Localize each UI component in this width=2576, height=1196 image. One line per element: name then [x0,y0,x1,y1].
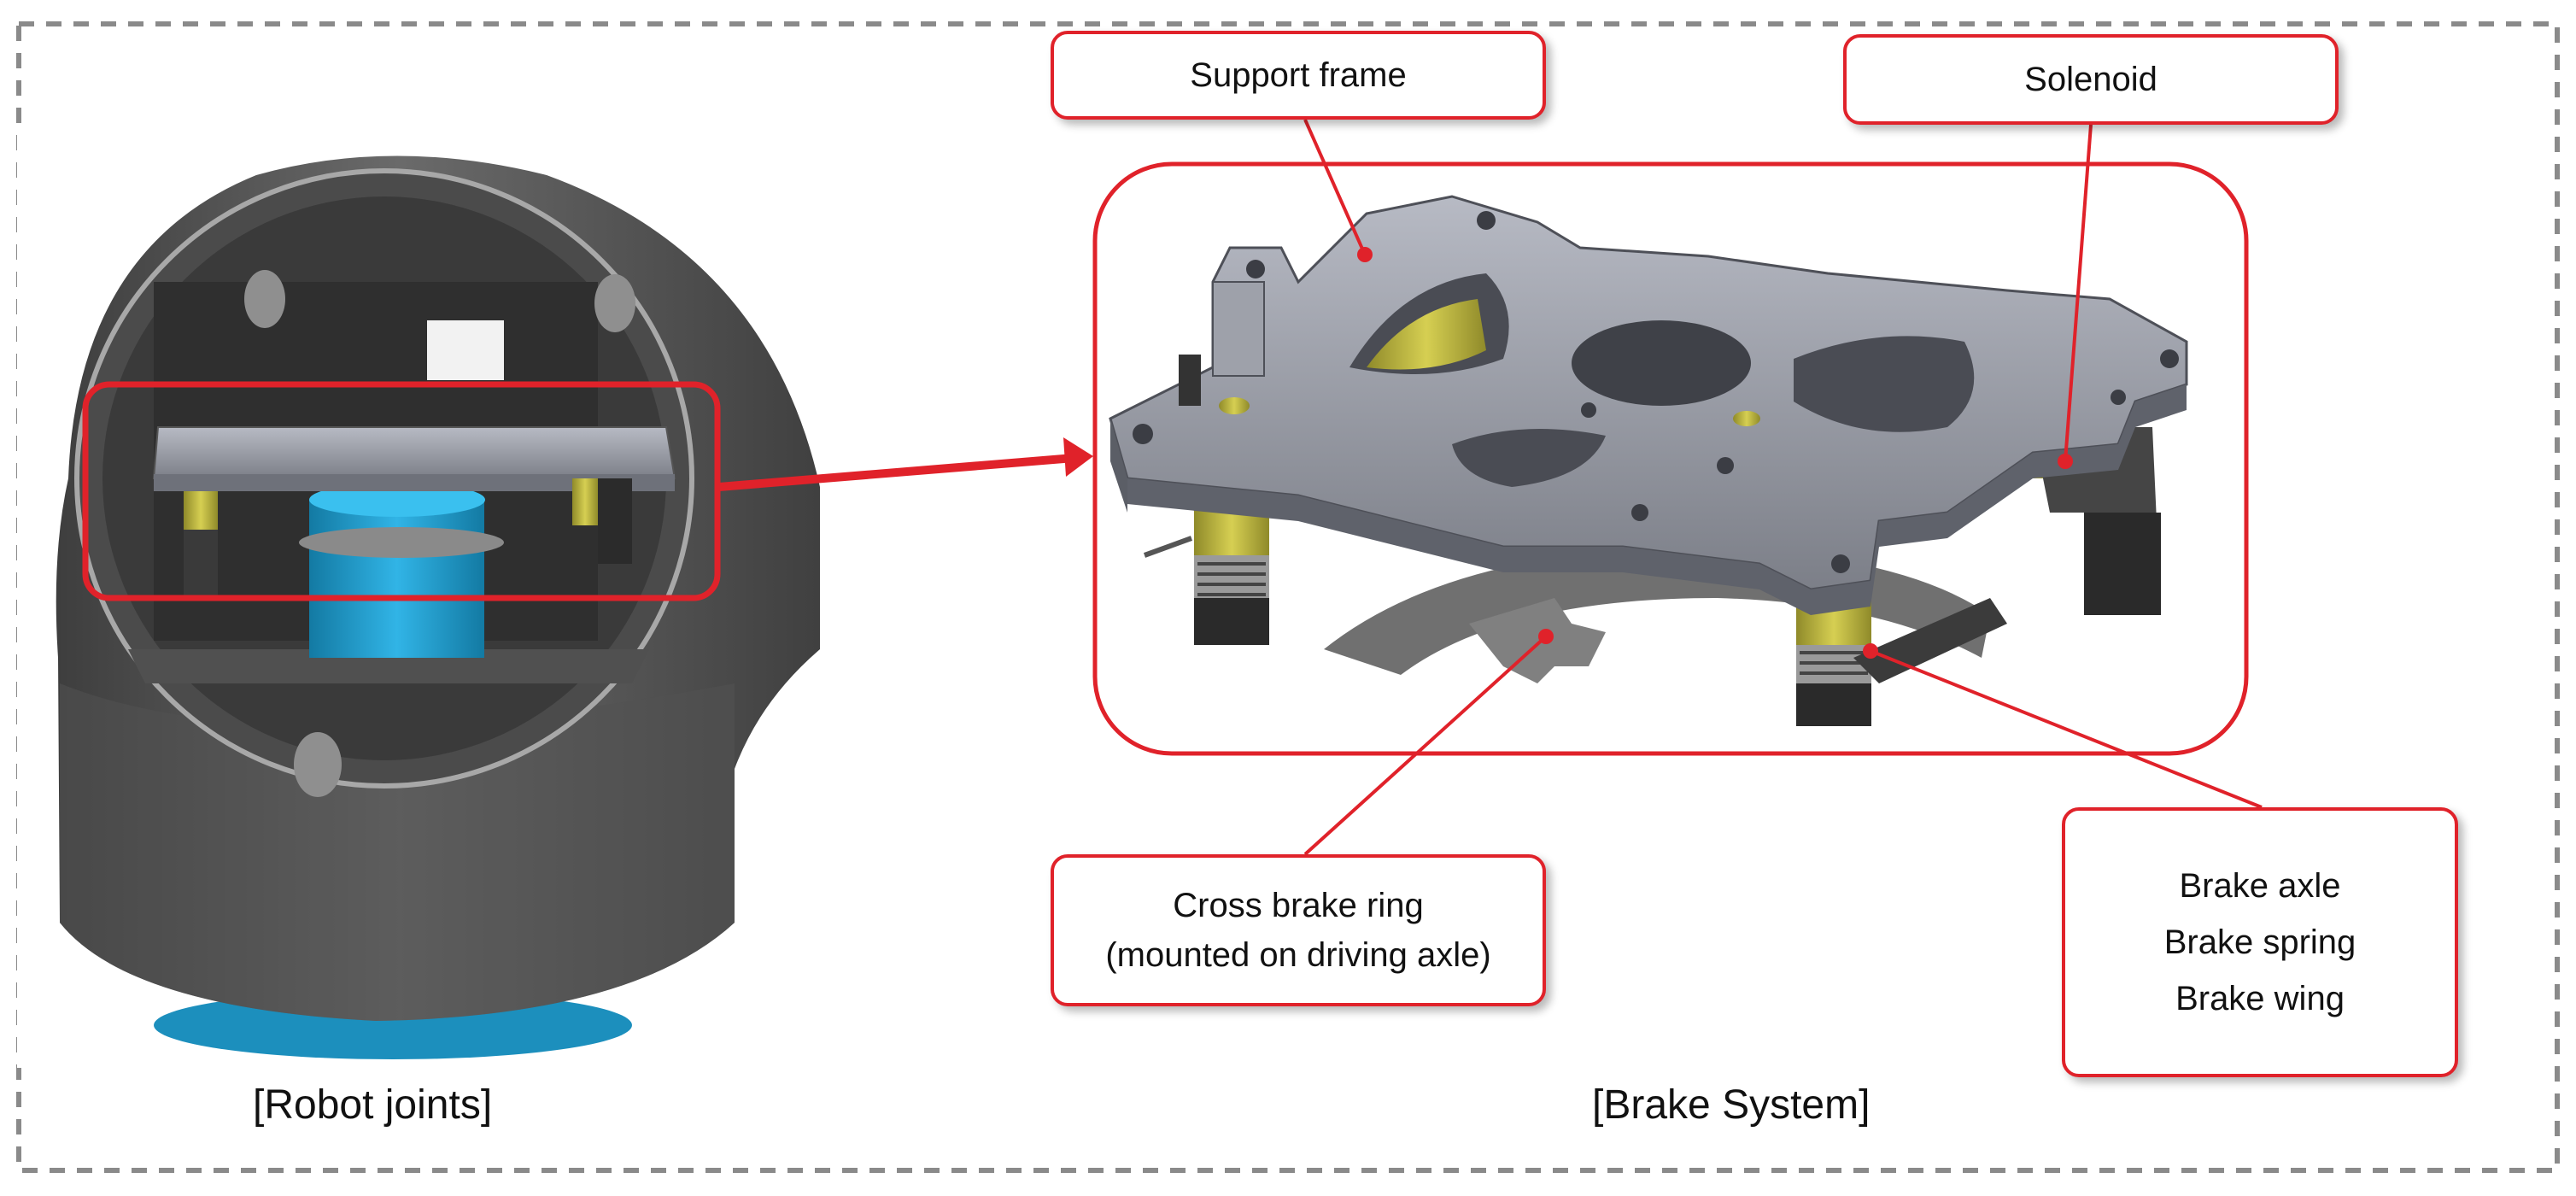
callout-support-frame: Support frame [1051,31,1546,120]
callout-cross-brake-ring: Cross brake ring (mounted on driving axl… [1051,854,1546,1006]
callout-brake-wing: Brake wing [2175,980,2345,1017]
zoom-arrowhead [1063,437,1093,477]
leader-solenoid [2064,124,2093,462]
callout-brake-spring: Brake spring [2163,923,2356,961]
caption-brake-system: [Brake System] [1592,1082,1871,1128]
brake-system-illustration [1109,195,2188,726]
leader-brake-parts [1870,649,2263,809]
housing-window [427,320,504,380]
leader-cross-brake-ring [1303,635,1548,856]
callout-support-frame-label: Support frame [1190,56,1407,94]
zoom-arrow [718,453,1086,491]
joint-motor [309,500,484,658]
leader-support-frame [1303,119,1367,255]
frame-center-hole [1572,320,1751,406]
outer-dashed-border [16,21,2560,1173]
callout-solenoid: Solenoid [1843,34,2339,125]
callout-brake-parts: Brake axle Brake spring Brake wing [2062,807,2458,1077]
caption-robot-joints: [Robot joints] [253,1082,493,1128]
leader-lines [1303,119,2263,856]
callout-brake-axle: Brake axle [2179,867,2341,905]
joint-highlight-box [82,381,721,601]
callout-solenoid-label: Solenoid [2024,61,2157,98]
callout-cross-brake-ring-line1: Cross brake ring [1173,887,1424,924]
brake-wing [1853,598,2007,683]
callout-cross-brake-ring-line2: (mounted on driving axle) [1105,936,1491,974]
